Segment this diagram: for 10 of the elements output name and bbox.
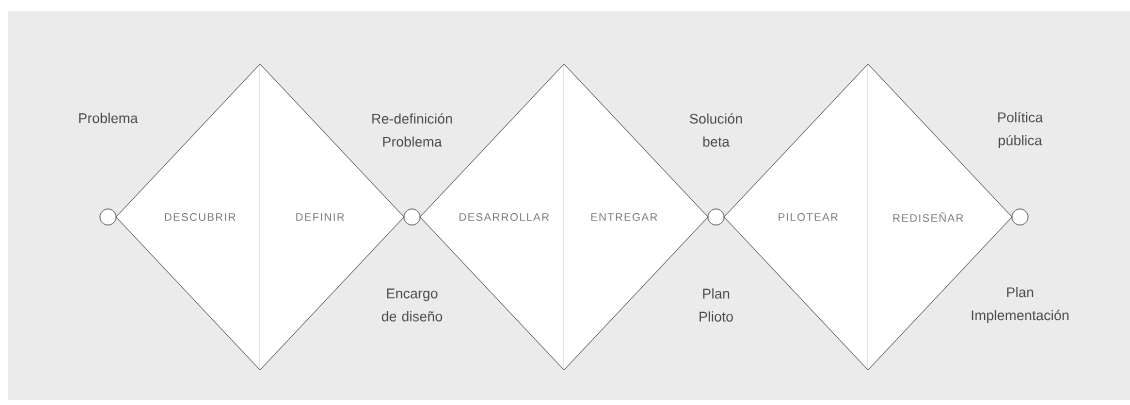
junction-circle: [99, 208, 117, 226]
node-label: REDISEÑAR: [893, 212, 964, 222]
junction-circle: [403, 208, 421, 226]
junction-circle: [707, 208, 725, 226]
node-label: ENTREGAR: [591, 213, 658, 221]
node-label: DEFINIR: [296, 213, 345, 221]
junction-circle: [1011, 208, 1029, 226]
node-label: DESCUBRIR: [165, 213, 236, 221]
node-label: DESARROLLAR: [459, 213, 549, 221]
node-label: PILOTEAR: [778, 213, 838, 221]
